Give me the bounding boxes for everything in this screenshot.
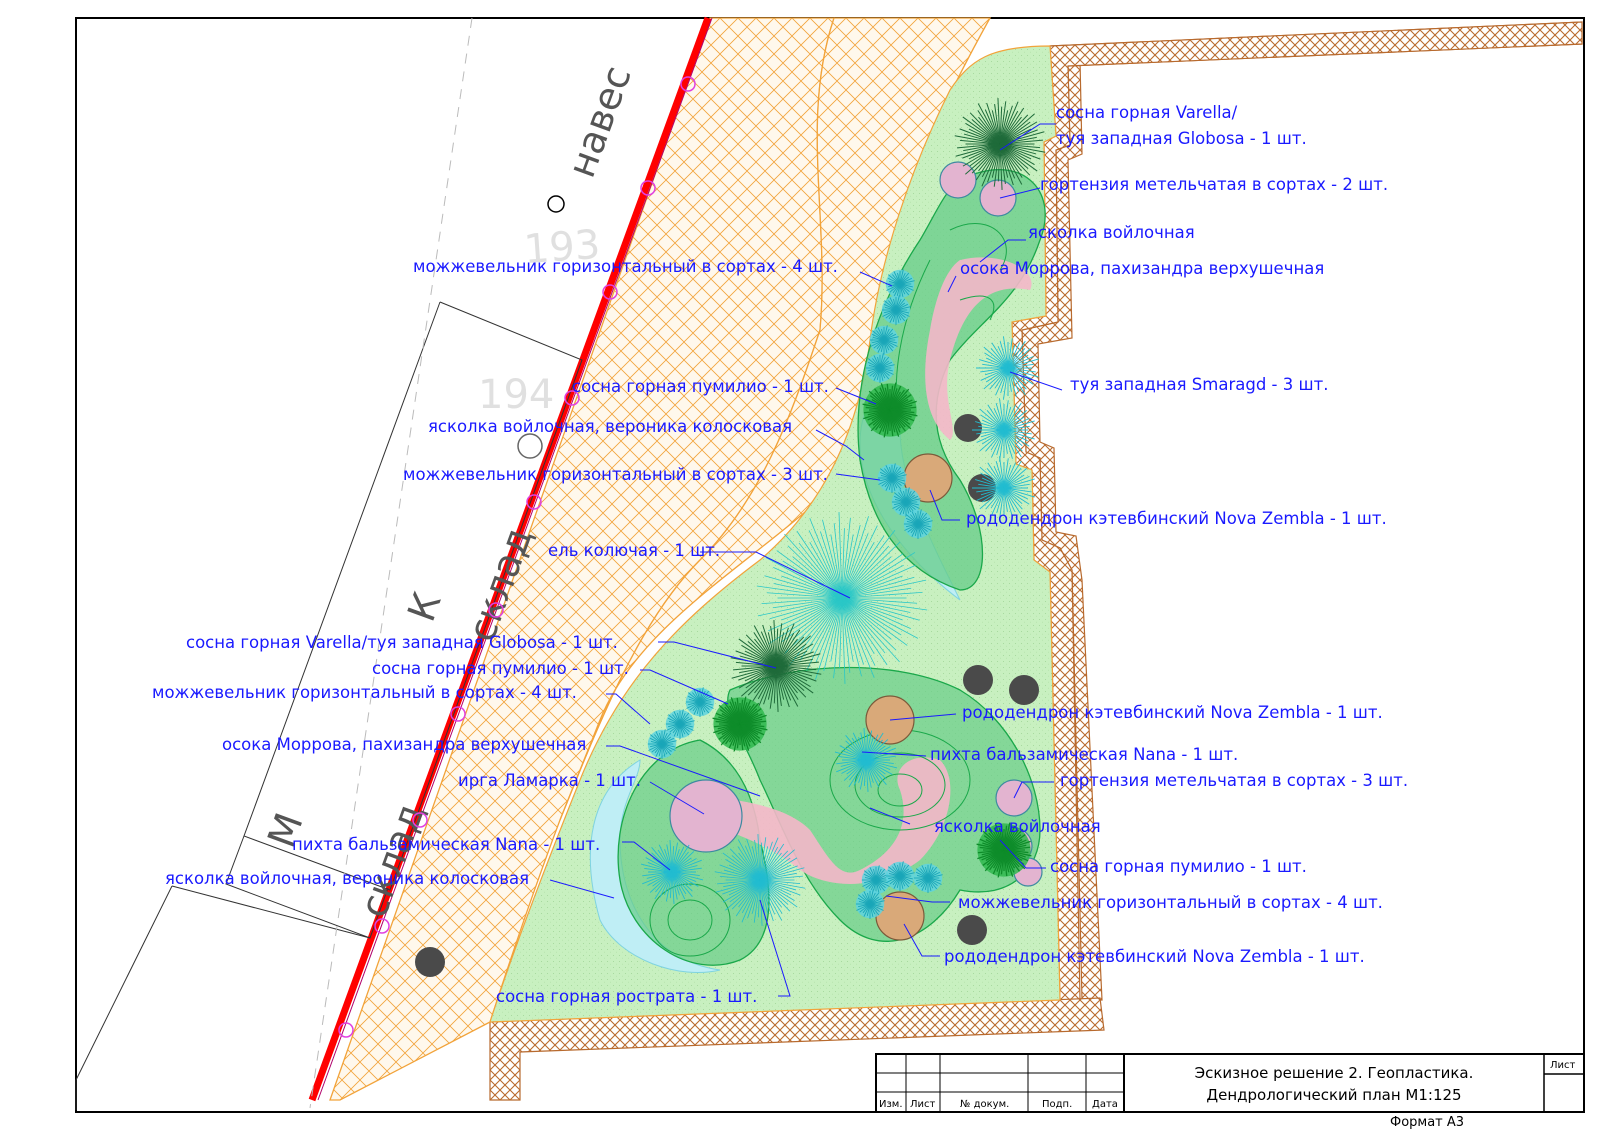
juniper-symbol-12 [885,861,915,891]
title-block: Изм. Лист № докум. Подп. Дата Лист Эскиз… [875,1053,1585,1130]
juniper-symbol-5 [877,463,907,493]
boundary-markers [338,76,696,1038]
tb-col-doc: № докум. [960,1099,1009,1110]
plant-labels: сосна горная Varella/ туя западная Globo… [152,103,1408,1006]
upper-bed-pink [925,257,1032,440]
label-fir-nana-mid: пихта бальзамическая Nana - 1 шт. [930,745,1238,764]
label-juniper-top: можжевельник горизонтальный в сортах - 4… [413,257,838,276]
label-snow-in-summer-top: ясколка войлочная [1028,223,1195,242]
trees [640,98,1046,926]
rhododendron-shrubs [865,453,953,941]
tb-title-1: Эскизное решение 2. Геопластика. [1195,1064,1474,1082]
label-snow-veronica-lower: ясколка войлочная, вероника колосковая [165,869,529,888]
mugo-rostrata-symbol [714,834,806,926]
juniper-symbol-2 [881,295,911,325]
label-rhododendron-lower: рододендрон кэтевбинский Nova Zembla - 1… [944,947,1365,966]
label-thuja-smaragd: туя западная Smaragd - 3 шт. [1070,375,1328,394]
lot-number-193: 193 [522,222,601,273]
building-outline-3 [75,885,173,1110]
brick-wall-bottom [489,997,1105,1101]
label-rhododendron-top: рододендрон кэтевбинский Nova Zembla - 1… [966,509,1387,528]
label-mugo-pumilio-lower: сосна горная пумилио - 1 шт. [1050,857,1307,876]
juniper-symbol-13 [913,863,943,893]
tb-format: Формат А3 [1390,1115,1464,1130]
label-hydrangea-lower: гортензия метельчатая в сортах - 3 шт. [1060,771,1408,790]
juniper-symbol-6 [891,487,921,517]
thuja-smaragd-symbol-2 [972,398,1035,462]
tb-title-2: Дендрологический план М1:125 [1206,1086,1461,1104]
label-amelanchier: ирга Ламарка - 1 шт. [458,771,641,790]
juniper-symbol-8 [685,687,715,717]
label-mugo-pumilio-top: сосна горная пумилио - 1 шт. [572,377,829,396]
label-mugo-rostrata: сосна горная рострата - 1 шт. [496,987,757,1006]
mugo-pumilio-symbol-3 [976,822,1032,878]
boulders [415,414,1039,977]
label-juniper-lower-right: можжевельник горизонтальный в сортах - 4… [958,893,1383,912]
juniper-symbol-4 [865,353,895,383]
juniper-symbol-10 [647,729,677,759]
label-snow-veronica-top: ясколка войлочная, вероника колосковая [428,417,792,436]
tb-col-sign: Подп. [1042,1099,1072,1110]
label-rhododendron-mid: рододендрон кэтевбинский Nova Zembla - 1… [962,703,1383,722]
lamp-post [547,195,565,213]
fir-nana-symbol [834,728,898,792]
building-outline-2 [225,835,389,939]
juniper-symbol-1 [885,269,915,299]
pine-varella-symbol-2 [730,620,822,712]
label-fir-nana-lower: пихта бальзамическая Nana - 1 шт. [292,835,600,854]
label-sedge-lower: осока Моррова, пахизандра верхушечная [222,735,586,754]
tb-col-sheet: Лист [910,1099,936,1110]
thuja-smaragd-symbol-3 [972,456,1035,520]
mugo-pumilio-symbol-2 [712,696,768,752]
label-snow-in-summer-lower: ясколка войлочная [934,817,1101,836]
building-outline [243,301,583,891]
juniper-symbol-14 [855,889,885,919]
tb-col-date: Дата [1092,1099,1118,1110]
label-pine-varella-2: сосна горная Varella/туя западная Globos… [186,633,618,652]
label-hydrangea-top: гортензия метельчатая в сортах - 2 шт. [1040,175,1388,194]
tb-col-change: Изм. [879,1099,903,1110]
lot-number-194: 194 [478,372,554,418]
label-pine-varella-1a: сосна горная Varella/ [1056,103,1238,122]
juniper-symbol-11 [861,865,891,895]
label-juniper-mid: можжевельник горизонтальный в сортах - 3… [403,465,828,484]
juniper-symbol-7 [903,509,933,539]
tb-sheet-label: Лист [1550,1060,1576,1071]
label-sedge-top: осока Моррова, пахизандра верхушечная [960,259,1324,278]
label-juniper-lower-left: можжевельник горизонтальный в сортах - 4… [152,683,577,702]
label-pine-varella-1b: туя западная Globosa - 1 шт. [1056,129,1307,148]
thuja-smaragd-symbol [976,336,1039,400]
juniper-symbol-9 [665,709,695,739]
spruce-tree-symbol [756,512,928,684]
leader-lines [549,123,1063,997]
mugo-pumilio-symbol [862,382,918,438]
juniper-symbol-3 [869,325,899,355]
label-spruce: ель колючая - 1 шт. [548,541,720,560]
pine-varella-symbol [954,98,1046,190]
label-mugo-pumilio-mid: сосна горная пумилио - 1 шт. [372,659,629,678]
fir-nana-symbol-2 [640,840,704,904]
lamp-post-2 [517,433,543,459]
